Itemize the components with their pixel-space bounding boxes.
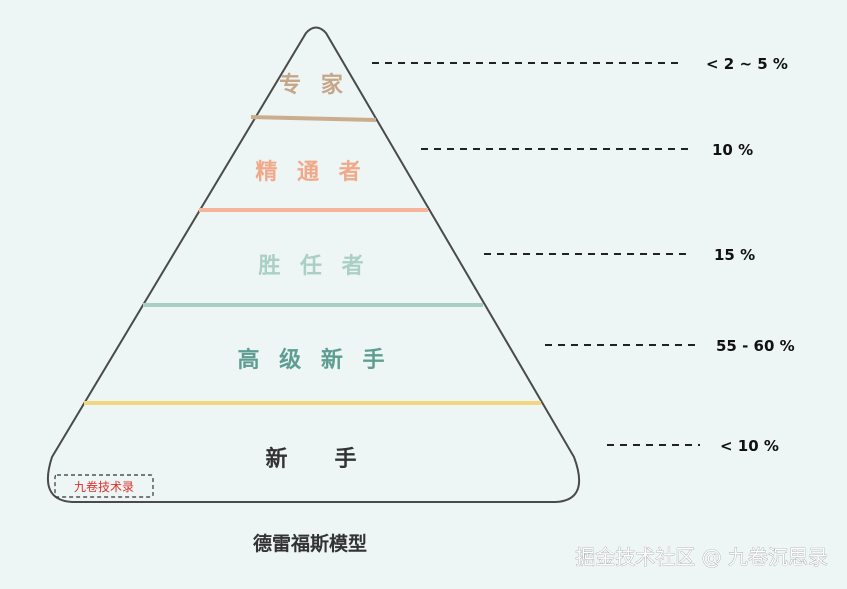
level-label-competent: 胜 任 者	[258, 253, 369, 279]
level-label-expert: 专 家	[279, 72, 349, 98]
level-label-novice: 新 手	[266, 446, 363, 472]
percent-advanced-beginner: 55 - 60 %	[716, 337, 795, 355]
level-label-proficient: 精 通 者	[255, 159, 366, 185]
percent-expert: < 2 ~ 5 %	[706, 55, 788, 73]
stamp-box	[54, 474, 154, 498]
percent-novice: < 10 %	[720, 437, 779, 455]
level-label-advanced-beginner: 高 级 新 手	[238, 347, 391, 373]
pyramid-outline	[47, 26, 581, 503]
diagram-caption: 德雷福斯模型	[253, 532, 367, 555]
percent-proficient: 10 %	[712, 141, 753, 159]
divider-expert	[250, 115, 377, 122]
watermark: 掘金技术社区 @ 九卷沉思录	[575, 545, 828, 569]
percent-competent: 15 %	[714, 246, 755, 264]
stamp-text: 九卷技术录	[74, 479, 134, 494]
